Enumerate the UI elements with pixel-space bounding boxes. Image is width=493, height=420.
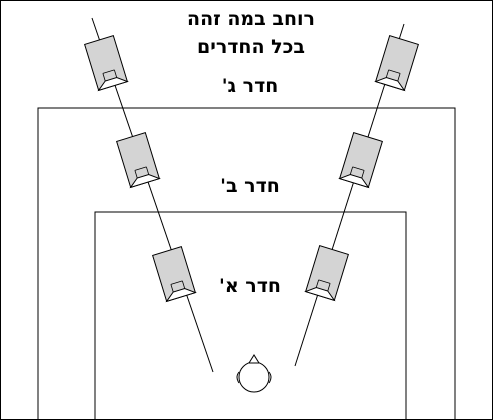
room-c-outline [37,107,456,420]
speaker-icon-left-room-c [84,35,128,91]
room-a-label: חדר א' [219,275,281,297]
listener-head-icon [236,354,272,393]
speaker-icon-right-room-a [305,245,349,301]
room-c-label: חדר ג' [222,75,279,97]
speaker-icon-right-room-c [375,35,419,91]
speaker-icon-left-room-b [116,132,160,188]
title-line-2: בכל החדרים [197,36,305,58]
speaker-icon-left-room-a [152,246,196,302]
title-line-1: רוחב במה זהה [187,8,315,30]
room-b-outline [94,211,407,420]
room-b-label: חדר ב' [220,175,280,197]
speaker-icon-right-room-b [339,132,383,188]
